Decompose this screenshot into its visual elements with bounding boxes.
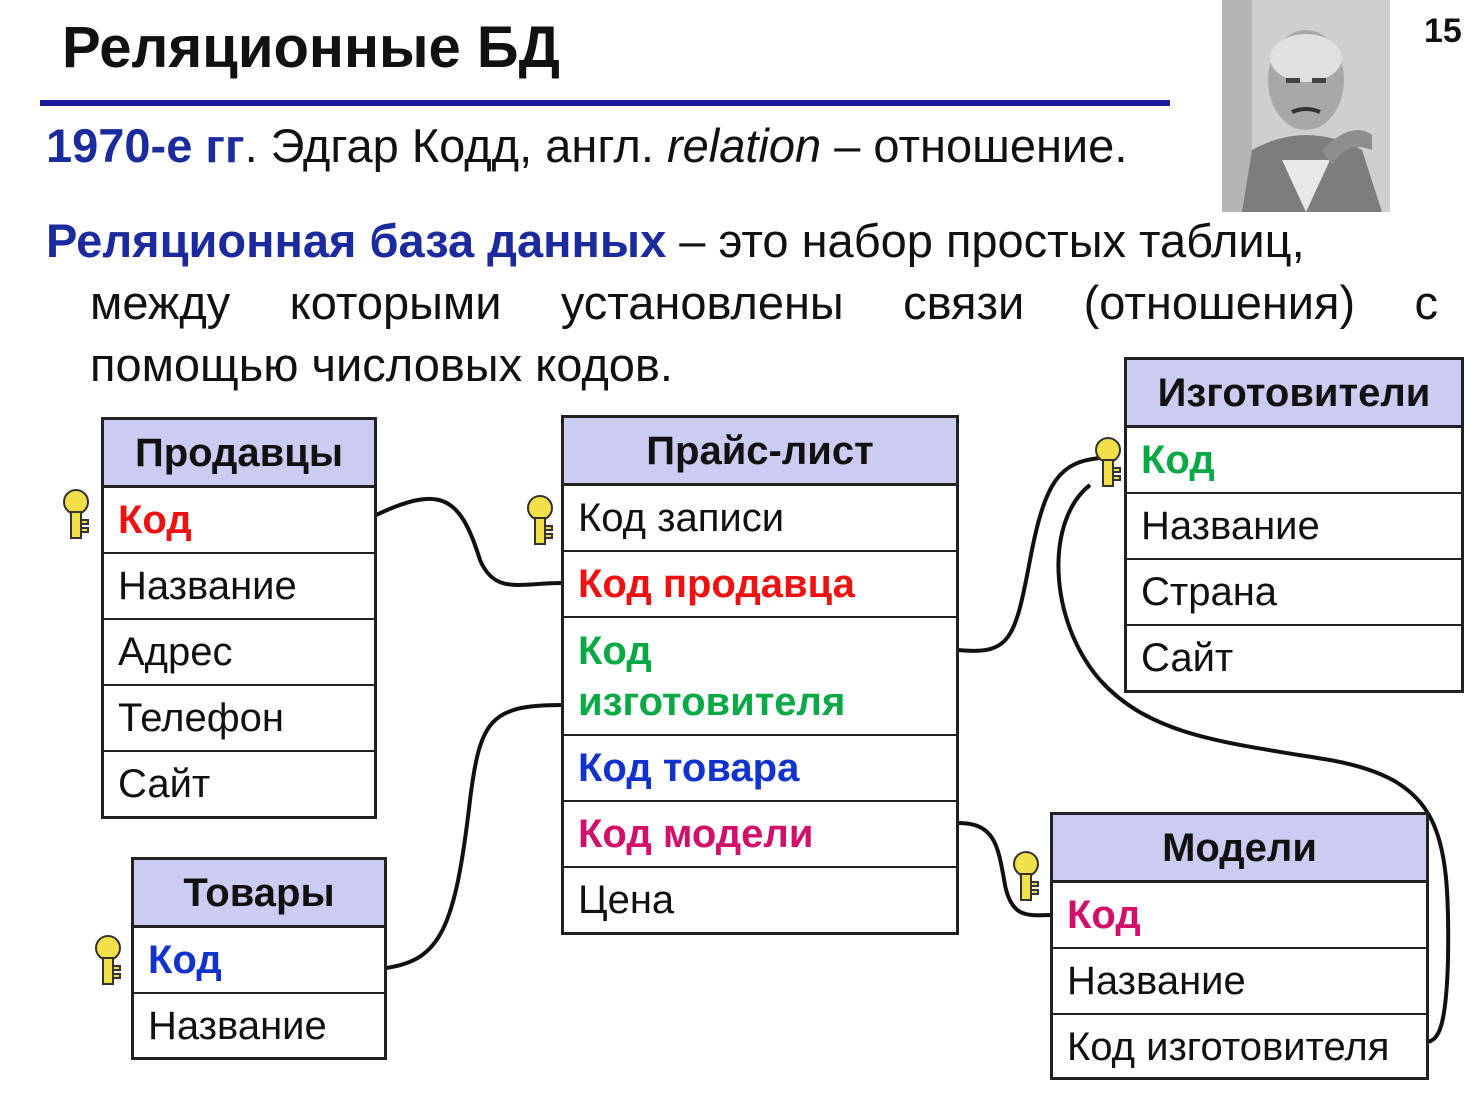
intro-text-b: – отношение.	[821, 119, 1128, 172]
table-field: Код	[104, 488, 374, 554]
definition-word: (отношения)	[1083, 276, 1356, 329]
link-model	[957, 821, 1053, 918]
key-icon	[63, 489, 89, 539]
table-field: Название	[1127, 494, 1461, 560]
table-header: Продавцы	[104, 420, 374, 488]
table-field: Страна	[1127, 560, 1461, 626]
table-makers: Изготовители Код Название Страна Сайт	[1124, 357, 1464, 693]
table-field: Сайт	[118, 762, 211, 806]
table-field-line: изготовителя	[578, 680, 846, 724]
title-underline	[40, 100, 1170, 106]
intro-text-a: Эдгар Кодд, англ.	[257, 119, 667, 172]
definition-word: связи	[903, 276, 1025, 329]
table-field: Код модели	[564, 802, 956, 868]
table-models: Модели Код Название Код изготовителя	[1050, 812, 1429, 1080]
table-field: Телефон	[104, 686, 374, 752]
definition-line-3: помощью числовых кодов.	[90, 338, 673, 391]
key-icon	[1013, 851, 1039, 901]
table-field: Сайт	[1141, 636, 1234, 680]
table-pricelist: Прайс-лист Код записи Код продавца Код и…	[561, 415, 959, 935]
link-model-maker	[1056, 483, 1451, 1044]
definition-term: Реляционная база данных	[46, 214, 667, 267]
link-maker	[957, 456, 1101, 653]
definition-word: с	[1414, 276, 1439, 329]
table-field: Код	[1127, 428, 1461, 494]
table-field: Адрес	[104, 620, 374, 686]
definition-paragraph: Реляционная база данных – это набор прос…	[46, 210, 1438, 396]
table-field: Код товара	[564, 736, 956, 802]
definition-word: которыми	[289, 276, 502, 329]
link-seller	[375, 496, 563, 587]
intro-line: 1970-е гг. Эдгар Кодд, англ. relation – …	[46, 118, 1127, 173]
table-header: Прайс-лист	[564, 418, 956, 486]
definition-rest: – это набор простых таблиц,	[666, 214, 1305, 267]
table-field: Код записи	[564, 486, 956, 552]
table-field: Название	[148, 1004, 327, 1048]
table-header: Модели	[1053, 815, 1426, 883]
intro-years: 1970-е гг	[46, 119, 245, 172]
slide-title: Реляционные БД	[62, 15, 560, 80]
definition-line-2: между которыми установлены связи (отноше…	[46, 272, 1438, 334]
key-icon	[1095, 437, 1121, 487]
page-number: 15	[1424, 12, 1462, 50]
table-field: Код изготовителя	[564, 618, 956, 736]
link-goods	[385, 703, 563, 970]
portrait-photo	[1222, 0, 1390, 212]
table-header: Товары	[134, 860, 384, 928]
table-field-line: Код	[578, 629, 652, 673]
table-field: Код	[134, 928, 384, 994]
table-field: Код изготовителя	[1067, 1025, 1390, 1069]
table-field: Код продавца	[564, 552, 956, 618]
table-field: Цена	[578, 878, 675, 922]
table-field: Название	[1053, 949, 1426, 1015]
intro-dot: .	[244, 119, 258, 172]
key-icon	[527, 495, 553, 545]
key-icon	[95, 935, 121, 985]
table-field: Код	[1053, 883, 1426, 949]
definition-line-1: Реляционная база данных – это набор прос…	[46, 210, 1438, 272]
definition-word: между	[90, 276, 231, 329]
table-field: Название	[104, 554, 374, 620]
table-header: Изготовители	[1127, 360, 1461, 428]
definition-word: установлены	[560, 276, 844, 329]
table-goods: Товары Код Название	[131, 857, 387, 1060]
table-sellers: Продавцы Код Название Адрес Телефон Сайт	[101, 417, 377, 819]
intro-term: relation	[666, 119, 822, 172]
